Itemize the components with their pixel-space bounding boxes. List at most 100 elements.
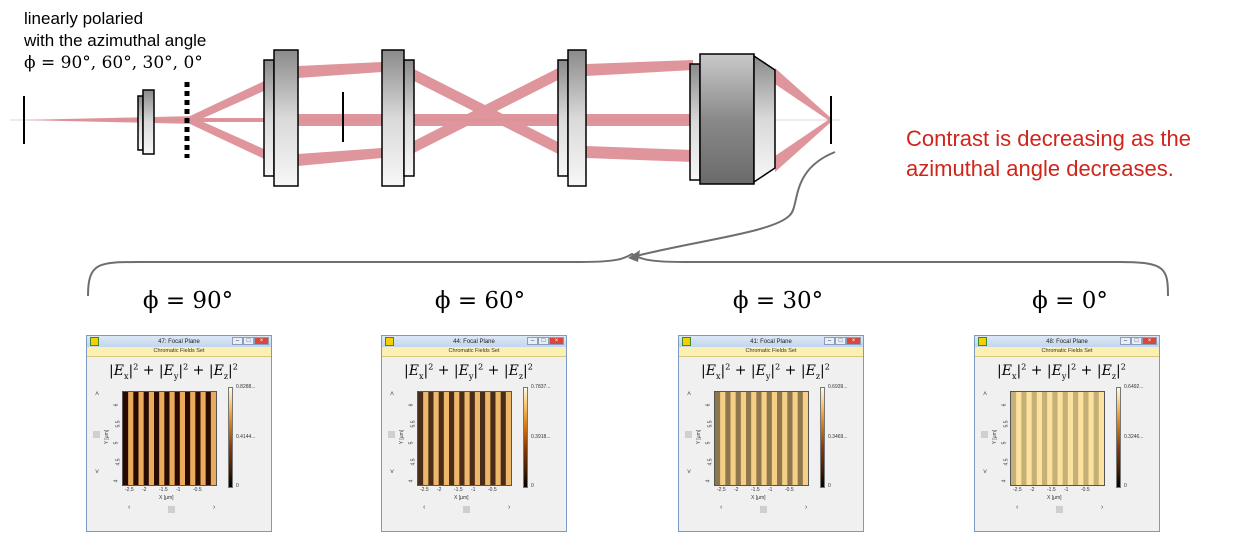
scroll-down-icon[interactable]: ˅ (390, 469, 395, 476)
fringe-stripe (449, 392, 455, 485)
vertical-scroll-thumb[interactable] (93, 431, 100, 438)
minimize-icon[interactable]: – (232, 337, 243, 345)
scroll-up-icon[interactable]: ˄ (687, 391, 692, 398)
fringe-stripe (777, 392, 783, 485)
minimize-icon[interactable]: – (1120, 337, 1131, 345)
y-tick-label: 4 (1001, 479, 1008, 483)
fringe-stripe (423, 392, 429, 485)
phi-label-0: ϕ = 0° (1032, 288, 1108, 314)
fringe-stripe (756, 392, 762, 485)
formula-plus: + (730, 362, 751, 379)
x-tick-label: -2.5 (420, 487, 429, 493)
formula-term: |Ez|2 (800, 362, 830, 381)
fringe-stripe (715, 392, 721, 485)
fringe-stripe (792, 392, 798, 485)
horizontal-scroll-left-icon[interactable]: ‹ (128, 504, 131, 511)
colorbar-mid-label: 0.3469... (828, 434, 848, 440)
fringe-stripe (1093, 392, 1100, 485)
formula-pow: 2 (1071, 362, 1077, 371)
fringe-stripe (469, 392, 476, 485)
formula-term: |Ey|2 (158, 362, 189, 381)
formula-plus: + (1076, 362, 1097, 379)
fringe-pattern (123, 392, 217, 485)
fringe-stripe (205, 392, 212, 485)
x-tick-label: -1 (471, 487, 476, 493)
maximize-icon[interactable]: □ (1131, 337, 1142, 345)
vertical-scroll-thumb[interactable] (981, 431, 988, 438)
fringe-pattern (715, 392, 809, 485)
x-tick-label: -1.5 (454, 487, 463, 493)
polarization-angles: ϕ = 90°, 60°, 30°, 0° (24, 53, 203, 73)
x-axis-label: X [µm] (454, 495, 469, 501)
window-title: 44: Focal Plane (453, 338, 495, 345)
horizontal-scroll-left-icon[interactable]: ‹ (720, 504, 723, 511)
minimize-icon[interactable]: – (824, 337, 835, 345)
scroll-up-icon[interactable]: ˄ (983, 391, 988, 398)
fringe-stripe (802, 392, 809, 485)
close-icon[interactable]: × (254, 337, 269, 345)
horizontal-scroll-thumb[interactable] (168, 506, 175, 513)
horizontal-scroll-thumb[interactable] (760, 506, 767, 513)
lens-1 (263, 49, 299, 187)
horizontal-scroll-right-icon[interactable]: › (508, 504, 511, 511)
maximize-icon[interactable]: □ (243, 337, 254, 345)
curved-arrow (635, 151, 836, 257)
horizontal-scroll-right-icon[interactable]: › (805, 504, 808, 511)
close-icon[interactable]: × (549, 337, 564, 345)
horizontal-scroll-left-icon[interactable]: ‹ (423, 504, 426, 511)
fringe-stripe (787, 392, 793, 485)
fringe-stripe (1067, 392, 1074, 485)
fringe-stripe (797, 392, 804, 485)
fringe-stripe (1016, 392, 1022, 485)
maximize-icon[interactable]: □ (538, 337, 549, 345)
formula-sub: y (765, 371, 771, 381)
focal-plane-window-30[interactable]: 41: Focal Plane–□×Chromatic Fields Set|E… (678, 335, 864, 532)
fringe-stripe (1062, 392, 1069, 485)
y-tick-label: 6 (408, 403, 415, 407)
fringe-stripe (169, 392, 175, 485)
window-subtitle: Chromatic Fields Set (87, 347, 271, 357)
laser-beam (22, 60, 831, 172)
colorbar (820, 387, 825, 488)
horizontal-scroll-thumb[interactable] (1056, 506, 1063, 513)
horizontal-scroll-left-icon[interactable]: ‹ (1016, 504, 1019, 511)
maximize-icon[interactable]: □ (835, 337, 846, 345)
scroll-down-icon[interactable]: ˅ (687, 469, 692, 476)
colorbar (1116, 387, 1121, 488)
focal-plane-window-0[interactable]: 48: Focal Plane–□×Chromatic Fields Set|E… (974, 335, 1160, 532)
colorbar-max-label: 0.6939... (828, 384, 848, 390)
colorbar-mid-label: 0.3246... (1124, 434, 1144, 440)
scroll-up-icon[interactable]: ˄ (95, 391, 100, 398)
y-tick-label: 4 (408, 479, 415, 483)
formula-sub: y (468, 371, 474, 381)
focal-plane-window-90[interactable]: 47: Focal Plane–□×Chromatic Fields Set|E… (86, 335, 272, 532)
formula-term: |Ex|2 (701, 362, 731, 381)
fringe-stripe (1098, 392, 1105, 485)
y-tick-label: 4.5 (1003, 458, 1010, 466)
formula-plus: + (780, 362, 801, 379)
intensity-formula: |Ex|2 + |Ey|2 + |Ez|2 (404, 362, 533, 380)
minimize-icon[interactable]: – (527, 337, 538, 345)
fringe-stripe (1021, 392, 1027, 485)
horizontal-scroll-right-icon[interactable]: › (1101, 504, 1104, 511)
horizontal-scroll-right-icon[interactable]: › (213, 504, 216, 511)
fringe-stripe (138, 392, 144, 485)
vertical-scroll-thumb[interactable] (685, 431, 692, 438)
app-icon (978, 337, 987, 346)
x-tick-label: -1.5 (159, 487, 168, 493)
colorbar-min-label: 0 (1124, 483, 1127, 489)
fringe-stripe (766, 392, 773, 485)
scroll-down-icon[interactable]: ˅ (95, 469, 100, 476)
focal-plane-window-60[interactable]: 44: Focal Plane–□×Chromatic Fields Set|E… (381, 335, 567, 532)
horizontal-scroll-thumb[interactable] (463, 506, 470, 513)
close-icon[interactable]: × (1142, 337, 1157, 345)
formula-term: |Ey|2 (1046, 362, 1077, 381)
scroll-up-icon[interactable]: ˄ (390, 391, 395, 398)
formula-term: |Ez|2 (208, 362, 238, 381)
window-titlebar: 48: Focal Plane–□× (975, 336, 1159, 347)
close-icon[interactable]: × (846, 337, 861, 345)
window-titlebar: 44: Focal Plane –□× (382, 336, 566, 347)
scroll-down-icon[interactable]: ˅ (983, 469, 988, 476)
vertical-scroll-thumb[interactable] (388, 431, 395, 438)
y-tick-label: 4.5 (707, 458, 714, 466)
